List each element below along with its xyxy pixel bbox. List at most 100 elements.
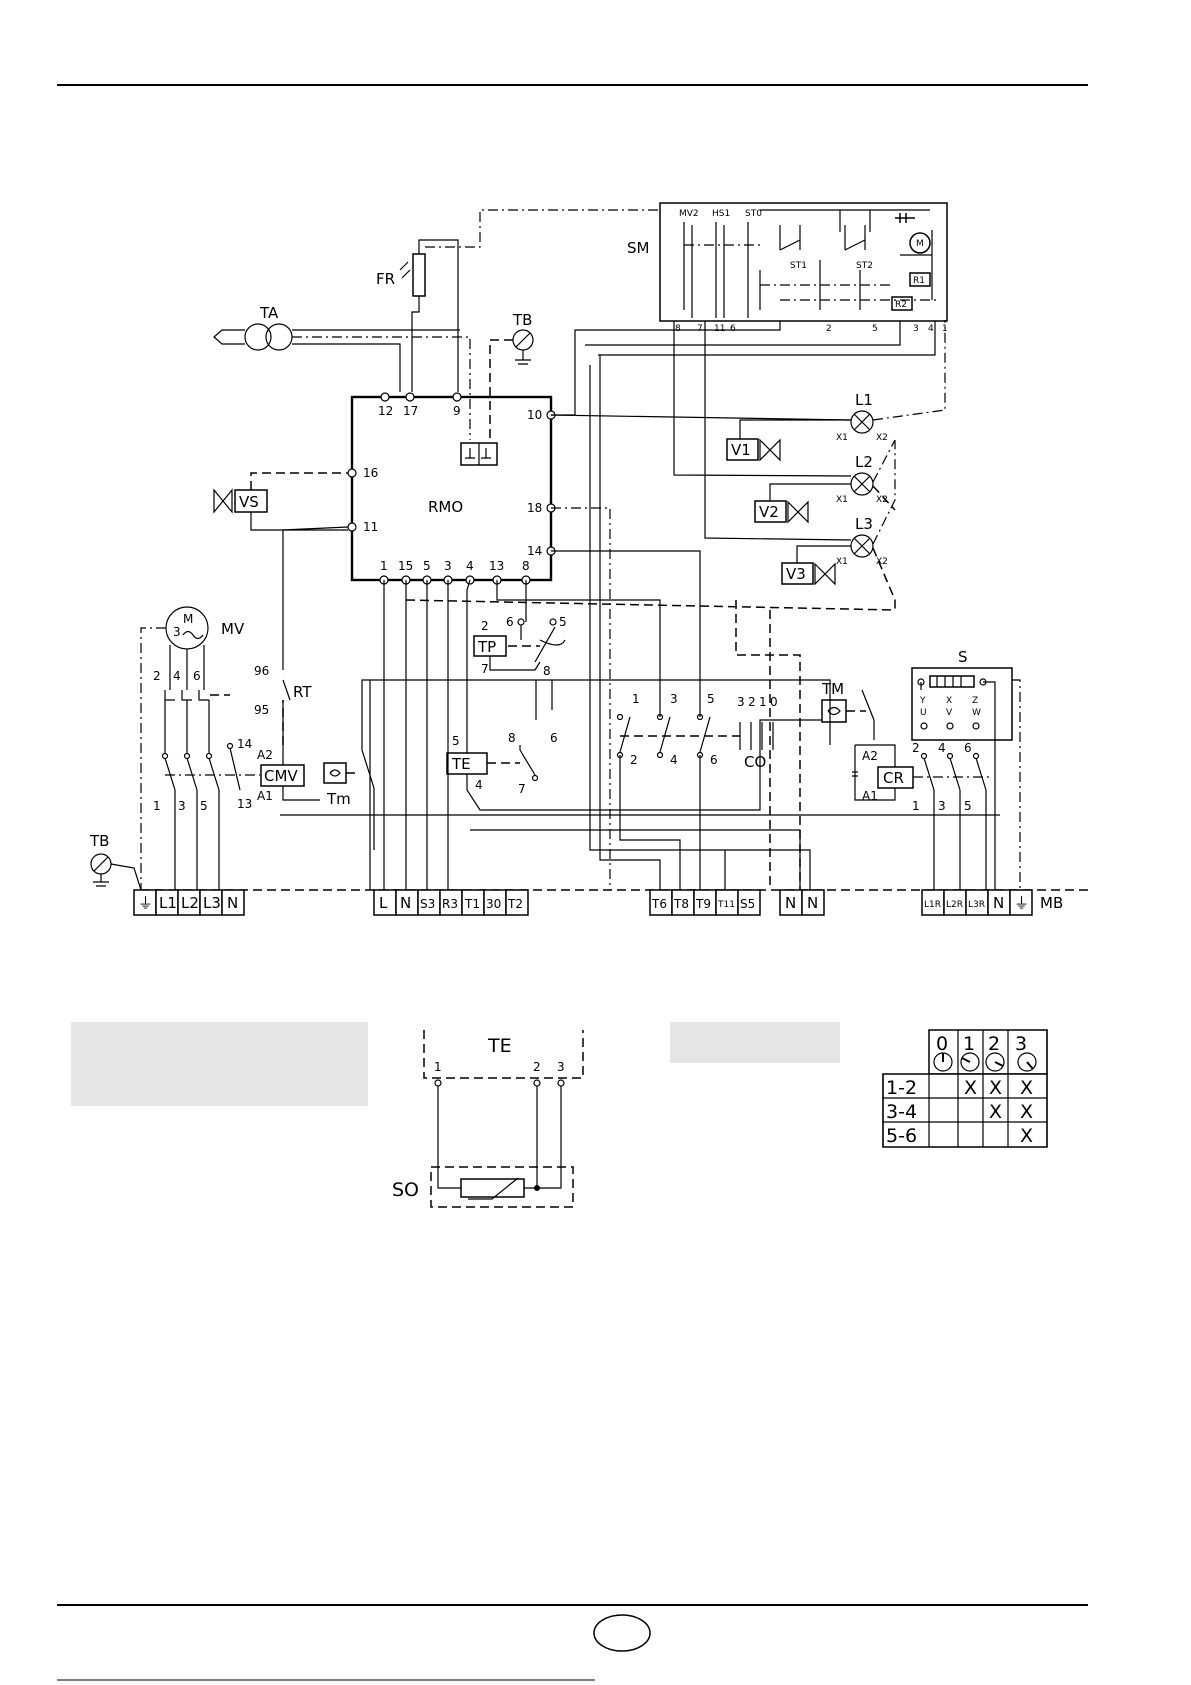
mb-nn-2: N [807,894,818,912]
mb-left-l2: L2 [181,894,199,912]
valve-v3: V3 [781,562,836,586]
mb-mid-s3: S3 [420,897,435,911]
te-pin-8: 8 [508,731,516,745]
contactor-cr: CR A2 A1 1 3 5 [852,744,990,890]
dial-0-icon [933,1052,953,1072]
tp-pin-7: 7 [481,662,489,676]
lamps-and-valves: L1 X1 X2 L2 X1 X2 L3 X1 X2 V1 V2 [550,320,946,610]
sm-terminal-7: 7 [697,324,703,334]
sm-st1-label: ST1 [790,261,807,271]
tp-pin-6: 6 [506,615,514,629]
tm-small-label: Tm [326,790,351,808]
cr-label: CR [883,769,904,787]
table-cell: X [1020,1077,1033,1099]
mb-right-t8: T8 [673,897,689,911]
mb-far-ground: ⏚ [1014,894,1029,912]
table-cell: X [989,1077,1002,1099]
sm-hs1-label: HS1 [712,209,730,219]
mb-right-t9: T9 [695,897,711,911]
co-pin-4: 4 [670,753,678,767]
sm-st0-label: ST0 [745,209,762,219]
rmo-pin-17: 17 [403,404,418,418]
transformer-ta: TA [213,304,471,440]
mv-pin-5: 5 [200,799,208,813]
tb-top-label: TB [512,311,532,329]
legend-box-2 [670,1022,840,1063]
te-detail-title: TE [487,1035,512,1057]
te-pin-7: 7 [518,782,526,796]
timer-tm: TM [821,680,875,740]
flame-sensor-fr: FR [376,209,660,392]
rt-pin-95: 95 [254,703,269,717]
rmo-pin-1: 1 [380,559,388,573]
sm-terminal-11: 11 [714,324,725,334]
heater-s: S Y X Z U V W 2 4 6 [911,648,1021,890]
mb-far-l3r: L3R [968,900,985,910]
co-label: CO [744,753,766,771]
sm-r2-label: R2 [895,300,907,310]
sm-terminal-4: 4 [928,324,934,334]
s-pin-z: Z [972,696,978,706]
rt-label: RT [293,683,312,701]
ta-label: TA [259,304,279,322]
mb-far-l2r: L2R [946,900,963,910]
tp-pin-8: 8 [543,664,551,678]
te-detail-pin-1: 1 [434,1060,442,1074]
rmo-pin-8: 8 [522,559,530,573]
legend-box-1 [71,1022,368,1106]
mv-pin-3: 3 [178,799,186,813]
dial-3-icon [1017,1052,1037,1072]
ground-tb-bottom: TB [89,832,142,891]
table-cell: X [1020,1101,1033,1123]
rmo-pin-18: 18 [527,501,542,515]
mb-mid-t2: T2 [507,897,523,911]
lamp-l3-x2: X2 [876,557,888,567]
rmo-label: RMO [428,498,463,516]
mv-pin-6: 6 [193,669,201,683]
sm-label: SM [627,239,649,257]
rmo-pin-5: 5 [423,559,431,573]
co-pin-3: 3 [670,692,678,706]
sm-terminal-3: 3 [913,324,919,334]
lamp-l2: L2 X1 X2 [836,453,888,505]
terminal-strip-mb: ⏚ L1 L2 L3 N L N S3 R3 T1 30 T2 T6 T8 T9… [133,889,1063,916]
table-cell: X [989,1101,1002,1123]
relay-rt: RT 96 95 [254,526,349,745]
rmo-pin-13: 13 [489,559,504,573]
thermostat-te: TE 5 4 8 7 6 [446,590,830,811]
te-pin-6: 6 [550,731,558,745]
ground-tb-top: TB [489,311,534,440]
rmo-module: RMO 12 17 9 10 18 14 16 11 1 15 5 3 4 13… [347,392,556,585]
sm-r1-label: R1 [913,276,925,286]
page-number-oval [593,1614,651,1652]
sm-terminal-8: 8 [675,324,681,334]
lamp-l2-x1: X1 [836,495,848,505]
cmv-label: CMV [264,767,298,785]
mv-pin-4: 4 [173,669,181,683]
cr-pin-a2: A2 [862,749,878,763]
te-detail-pin-3: 3 [557,1060,565,1074]
table-row-label: 1-2 [886,1077,917,1099]
mb-left-l3: L3 [203,894,221,912]
mb-far-n: N [993,894,1004,912]
sm-motor-label: M [916,239,924,249]
mb-right-t6: T6 [651,897,667,911]
cmv-pin-a1: A1 [257,789,273,803]
mb-mid-l: L [379,894,388,912]
table-header-2: 2 [988,1033,1000,1055]
s-pin-w: W [972,708,981,718]
mb-far-l1r: L1R [924,900,941,910]
lamp-l3-label: L3 [855,515,873,533]
valve-v1-label: V1 [731,441,751,459]
lamp-l1: L1 X1 X2 [836,391,888,443]
rmo-pin-16: 16 [363,466,378,480]
mb-mid-30: 30 [486,897,501,911]
valve-v2: V2 [754,500,809,524]
lamp-l2-x2: X2 [876,495,888,505]
co-pos-0: 0 [770,695,778,709]
rmo-pin-12: 12 [378,404,393,418]
valve-vs: VS [213,472,348,531]
cmv-pin-13: 13 [237,797,252,811]
s-pin-4: 4 [938,741,946,755]
table-header-0: 0 [936,1033,948,1055]
